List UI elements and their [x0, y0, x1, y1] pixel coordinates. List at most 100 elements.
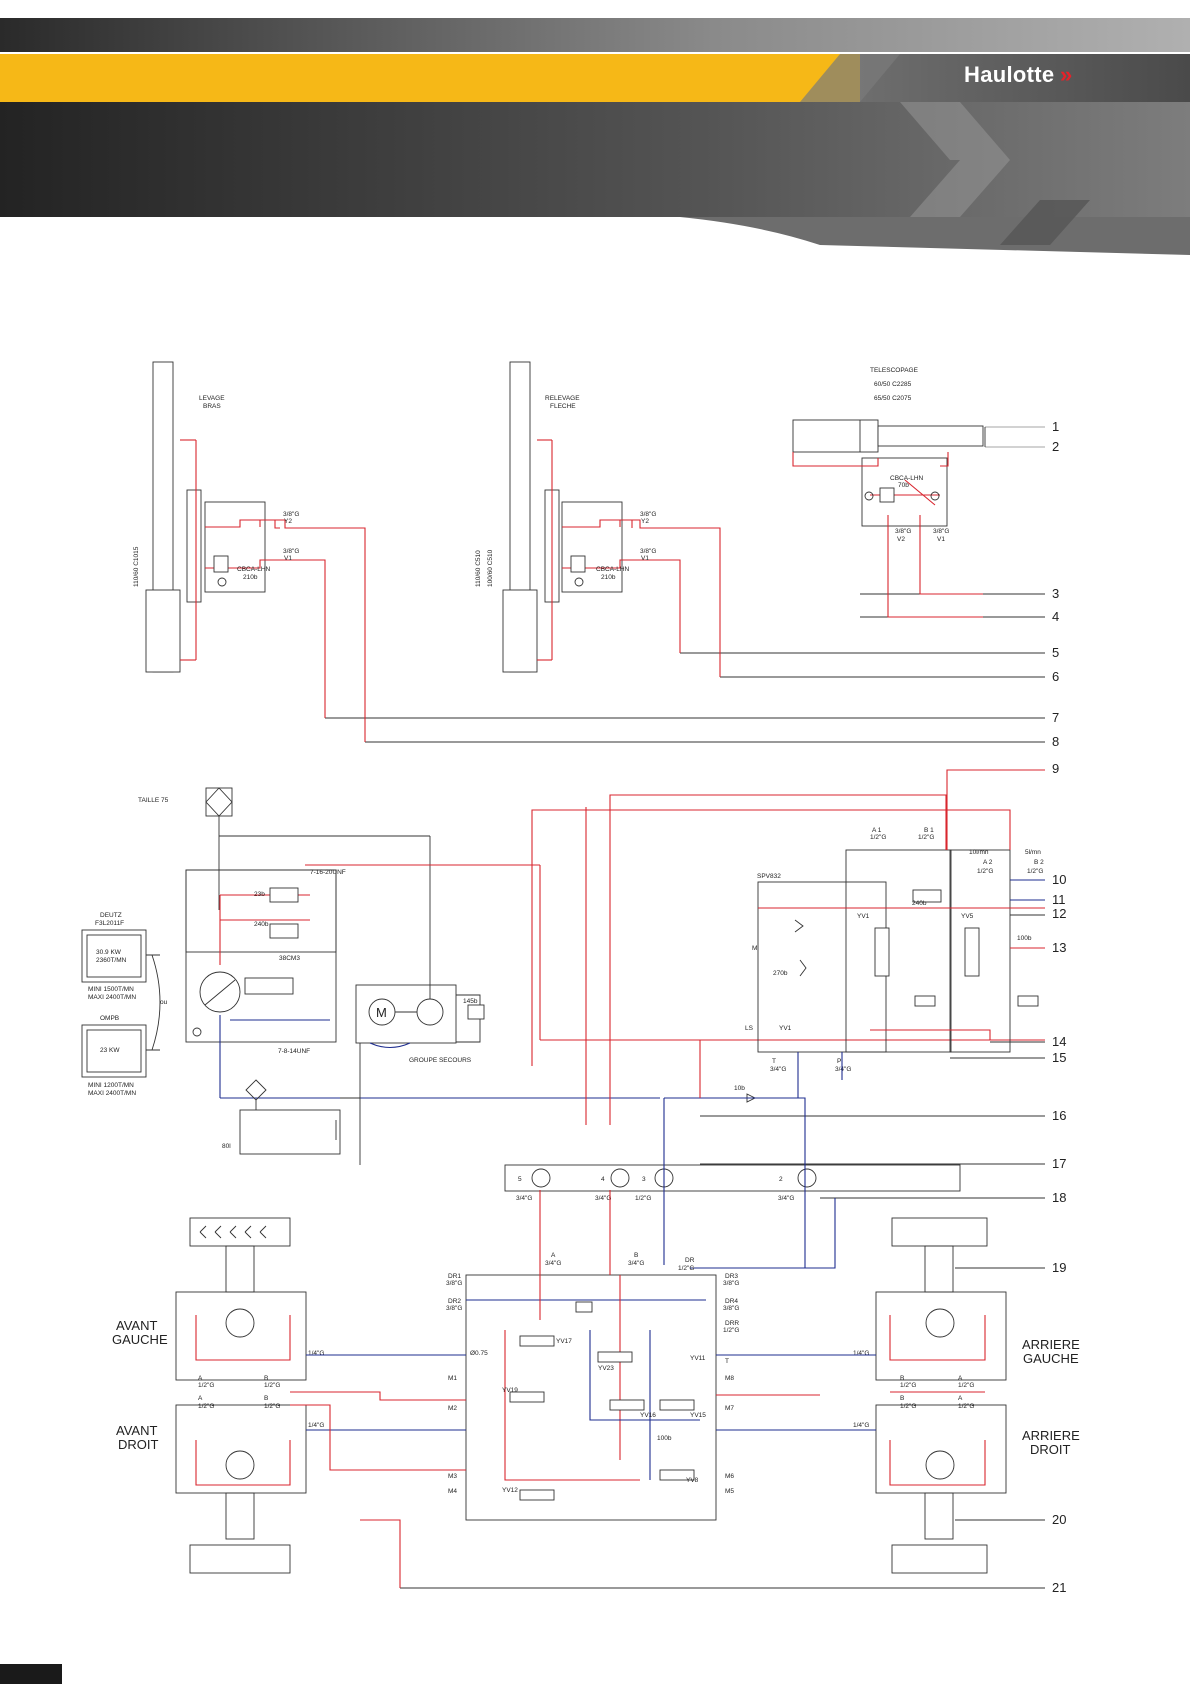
svg-text:4: 4 [601, 1176, 605, 1183]
svg-text:M5: M5 [725, 1488, 734, 1495]
svg-text:1/2"G: 1/2"G [264, 1403, 280, 1410]
svg-text:70b: 70b [898, 482, 909, 489]
svg-text:T: T [725, 1358, 729, 1365]
line-number-17: 17 [1052, 1156, 1066, 1171]
header-stripe-right [860, 54, 1190, 102]
logo-arrows-icon: » [1060, 62, 1073, 87]
svg-text:M: M [752, 945, 757, 952]
svg-text:3/8"G: 3/8"G [446, 1305, 462, 1312]
svg-text:P: P [837, 1058, 841, 1065]
line-number-4: 4 [1052, 609, 1059, 624]
wheel-rear-right: ARRIERE DROIT B 1/2"G A 1/2"G 1/4"G [853, 1395, 1080, 1574]
svg-text:A: A [958, 1375, 963, 1382]
svg-text:MAXI 2400T/MN: MAXI 2400T/MN [88, 994, 136, 1001]
line-number-16: 16 [1052, 1108, 1066, 1123]
svg-text:V1: V1 [641, 555, 649, 562]
svg-text:3/8"G: 3/8"G [446, 1280, 462, 1287]
svg-text:AVANT: AVANT [116, 1423, 157, 1438]
svg-text:M1: M1 [448, 1375, 457, 1382]
line-number-1: 1 [1052, 419, 1059, 434]
line-number-11: 11 [1052, 892, 1066, 907]
svg-text:1/2"G: 1/2"G [900, 1382, 916, 1389]
svg-text:F3L2011F: F3L2011F [95, 920, 124, 927]
svg-text:MINI 1500T/MN: MINI 1500T/MN [88, 986, 134, 993]
lift-valve-block [204, 501, 266, 593]
svg-text:1/2"G: 1/2"G [678, 1265, 694, 1272]
svg-text:YV23: YV23 [598, 1365, 614, 1372]
svg-text:ou: ou [160, 999, 168, 1006]
svg-text:CBCA-LHN: CBCA-LHN [237, 566, 271, 573]
svg-text:1/2"G: 1/2"G [900, 1403, 916, 1410]
svg-text:A: A [958, 1395, 963, 1402]
svg-text:M6: M6 [725, 1473, 734, 1480]
motors-manifold: 5 4 3 2 3/4"G 3/4"G 1/2"G 3/4"G [504, 1097, 961, 1269]
svg-text:ARRIERE: ARRIERE [1022, 1337, 1080, 1352]
svg-text:10b: 10b [734, 1085, 745, 1092]
svg-text:3/4"G: 3/4"G [628, 1260, 644, 1267]
svg-text:DR2: DR2 [448, 1298, 461, 1305]
svg-text:3/8"G: 3/8"G [723, 1305, 739, 1312]
svg-text:1/4"G: 1/4"G [308, 1350, 324, 1357]
svg-text:1/2"G: 1/2"G [198, 1403, 214, 1410]
svg-text:3/8"G: 3/8"G [283, 511, 299, 518]
svg-text:2360T/MN: 2360T/MN [96, 957, 127, 964]
svg-text:23 KW: 23 KW [100, 1047, 120, 1054]
svg-text:3: 3 [642, 1176, 646, 1183]
svg-text:CBCA-LHN: CBCA-LHN [890, 475, 924, 482]
emergency-group-box [355, 984, 457, 1044]
transmission-block: A 3/4"G B 3/4"G DR 1/2"G DR1 3/8"G DR2 3… [290, 1190, 985, 1588]
line-number-20: 20 [1052, 1512, 1066, 1527]
svg-text:5: 5 [518, 1176, 522, 1183]
svg-text:3/8"G: 3/8"G [640, 511, 656, 518]
telescope-circuit: TELESCOPAGE 60/50 C2285 65/50 C2075 CBCA… [792, 367, 984, 618]
svg-text:A 1: A 1 [872, 827, 882, 834]
svg-text:3/8"G: 3/8"G [933, 528, 949, 535]
deutz-engine-box [81, 929, 147, 983]
svg-text:GAUCHE: GAUCHE [112, 1332, 168, 1347]
svg-text:110/60 C510: 110/60 C510 [475, 550, 482, 587]
svg-text:240b: 240b [912, 900, 927, 907]
line-number-13: 13 [1052, 940, 1066, 955]
svg-text:80l: 80l [222, 1143, 231, 1150]
lifting-arm-circuit: LEVAGE BRAS CBCA-LHN 210b 3/8"G Y2 3/8"G… [133, 361, 366, 742]
svg-text:CBCA-LHN: CBCA-LHN [596, 566, 630, 573]
svg-text:M7: M7 [725, 1405, 734, 1412]
svg-text:110/60 C1015: 110/60 C1015 [133, 546, 140, 587]
distributor-spv832: SPV832 A 1 1/2"G B 1 1/2"G 10l/mn 5l/mn … [531, 769, 1045, 1125]
svg-text:BRAS: BRAS [203, 403, 221, 410]
svg-text:YV1: YV1 [857, 913, 870, 920]
svg-text:10l/mn: 10l/mn [969, 849, 989, 856]
line-number-7: 7 [1052, 710, 1059, 725]
svg-text:YV12: YV12 [502, 1487, 518, 1494]
line-number-10: 10 [1052, 872, 1066, 887]
svg-text:B: B [264, 1375, 268, 1382]
svg-text:Y2: Y2 [284, 518, 292, 525]
svg-text:B: B [900, 1375, 904, 1382]
svg-text:3/4"G: 3/4"G [778, 1195, 794, 1202]
svg-text:OMPB: OMPB [100, 1015, 119, 1022]
header-top-bar [0, 18, 1190, 52]
svg-text:3/8"G: 3/8"G [283, 548, 299, 555]
svg-text:DR: DR [685, 1257, 695, 1264]
lift-cylinder-bore [186, 489, 202, 603]
svg-text:B: B [634, 1252, 638, 1259]
svg-text:1/2"G: 1/2"G [635, 1195, 651, 1202]
svg-text:M3: M3 [448, 1473, 457, 1480]
line-number-18: 18 [1052, 1190, 1066, 1205]
wheel-front-left: AVANT GAUCHE A 1/2"G B 1/2"G 1/4"G [112, 1217, 324, 1389]
lift-cylinder-body [145, 589, 181, 673]
svg-text:Ø0.75: Ø0.75 [470, 1350, 488, 1357]
svg-text:1/2"G: 1/2"G [958, 1403, 974, 1410]
svg-text:GROUPE SECOURS: GROUPE SECOURS [409, 1057, 472, 1064]
svg-text:YV1: YV1 [779, 1025, 792, 1032]
svg-text:ARRIERE: ARRIERE [1022, 1428, 1080, 1443]
svg-text:M2: M2 [448, 1405, 457, 1412]
line-number-14: 14 [1052, 1034, 1066, 1049]
svg-text:1/2"G: 1/2"G [958, 1382, 974, 1389]
line-number-21: 21 [1052, 1580, 1066, 1595]
svg-text:100b: 100b [657, 1435, 672, 1442]
line-number-6: 6 [1052, 669, 1059, 684]
svg-text:M4: M4 [448, 1488, 457, 1495]
svg-text:MINI 1200T/MN: MINI 1200T/MN [88, 1082, 134, 1089]
